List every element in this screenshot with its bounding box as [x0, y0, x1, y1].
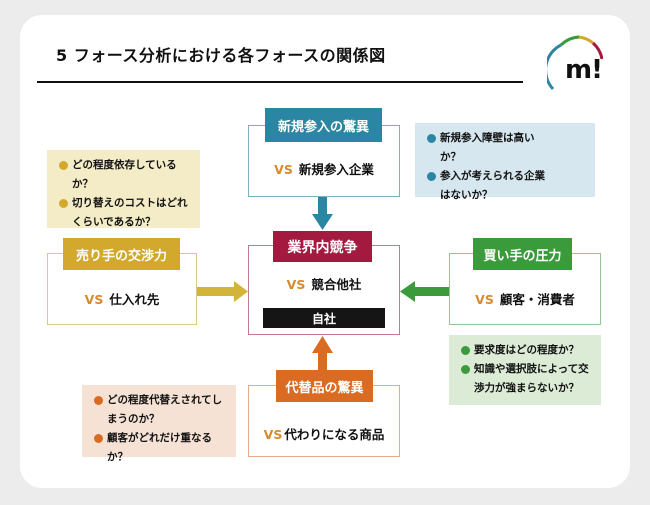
- note-buyers: 要求度はどの程度か？ 知識や選択肢によって交渉力が強まらないか？: [449, 335, 601, 405]
- new-entrants-target: VS 新規参入企業: [248, 159, 400, 178]
- buyers-target: VS 顧客・消費者: [449, 289, 601, 308]
- buyers-label: 買い手の圧力: [473, 238, 572, 270]
- target-text: 仕入れ先: [109, 292, 160, 307]
- rivalry-target: VS 競合他社: [248, 274, 400, 293]
- suppliers-label: 売り手の交渉力: [63, 238, 180, 270]
- bullet-icon: [94, 434, 103, 443]
- note-text: 要求度はどの程度か？: [474, 344, 579, 356]
- logo-arc-icon: [547, 35, 603, 91]
- bullet-icon: [461, 365, 470, 374]
- own-company-bar: 自社: [263, 308, 385, 328]
- vs-label: VS: [286, 277, 306, 292]
- bullet-icon: [59, 161, 68, 170]
- arrow-left-icon: [400, 281, 449, 302]
- note-text: 新規参入障壁は高いか？: [440, 132, 535, 163]
- title-underline: [37, 81, 523, 83]
- substitutes-label: 代替品の驚異: [276, 370, 373, 402]
- arrow-right-icon: [197, 281, 248, 302]
- arrow-down-icon: [312, 197, 333, 230]
- vs-label: VS: [84, 292, 104, 307]
- note-text: どの程度依存しているか？: [72, 159, 177, 190]
- bullet-icon: [59, 199, 68, 208]
- target-text: 顧客・消費者: [499, 292, 575, 307]
- suppliers-target: VS 仕入れ先: [47, 289, 197, 308]
- note-text: 顧客がどれだけ重なるか？: [107, 432, 212, 463]
- note-text: どの程度代替えされてしまうのか？: [107, 394, 223, 425]
- note-text: 知識や選択肢によって交渉力が強まらないか？: [474, 363, 589, 394]
- logo: m!: [565, 55, 603, 85]
- note-substitutes: どの程度代替えされてしまうのか？ 顧客がどれだけ重なるか？: [82, 385, 236, 463]
- page-title: 5 フォース分析における各フォースの関係図: [56, 46, 386, 65]
- vs-label: VS: [274, 162, 293, 177]
- arrow-up-icon: [312, 336, 333, 370]
- note-text: 切り替えのコストはどれくらいであるか？: [72, 197, 188, 228]
- new-entrants-label: 新規参入の驚異: [265, 108, 382, 142]
- vs-label: VS: [263, 427, 283, 442]
- note-new-entrants: 新規参入障壁は高いか？ 参入が考えられる企業はないか？: [415, 123, 595, 201]
- bullet-icon: [461, 346, 470, 355]
- bullet-icon: [427, 172, 436, 181]
- note-suppliers: どの程度依存しているか？ 切り替えのコストはどれくらいであるか？: [47, 150, 200, 228]
- vs-label: VS: [475, 292, 494, 307]
- bullet-icon: [427, 134, 436, 143]
- bullet-icon: [94, 396, 103, 405]
- target-text: 新規参入企業: [298, 162, 374, 177]
- rivalry-label: 業界内競争: [273, 231, 372, 262]
- target-text: 競合他社: [311, 277, 362, 292]
- note-text: 参入が考えられる企業はないか？: [440, 170, 545, 201]
- target-text: 代わりになる商品: [284, 427, 385, 442]
